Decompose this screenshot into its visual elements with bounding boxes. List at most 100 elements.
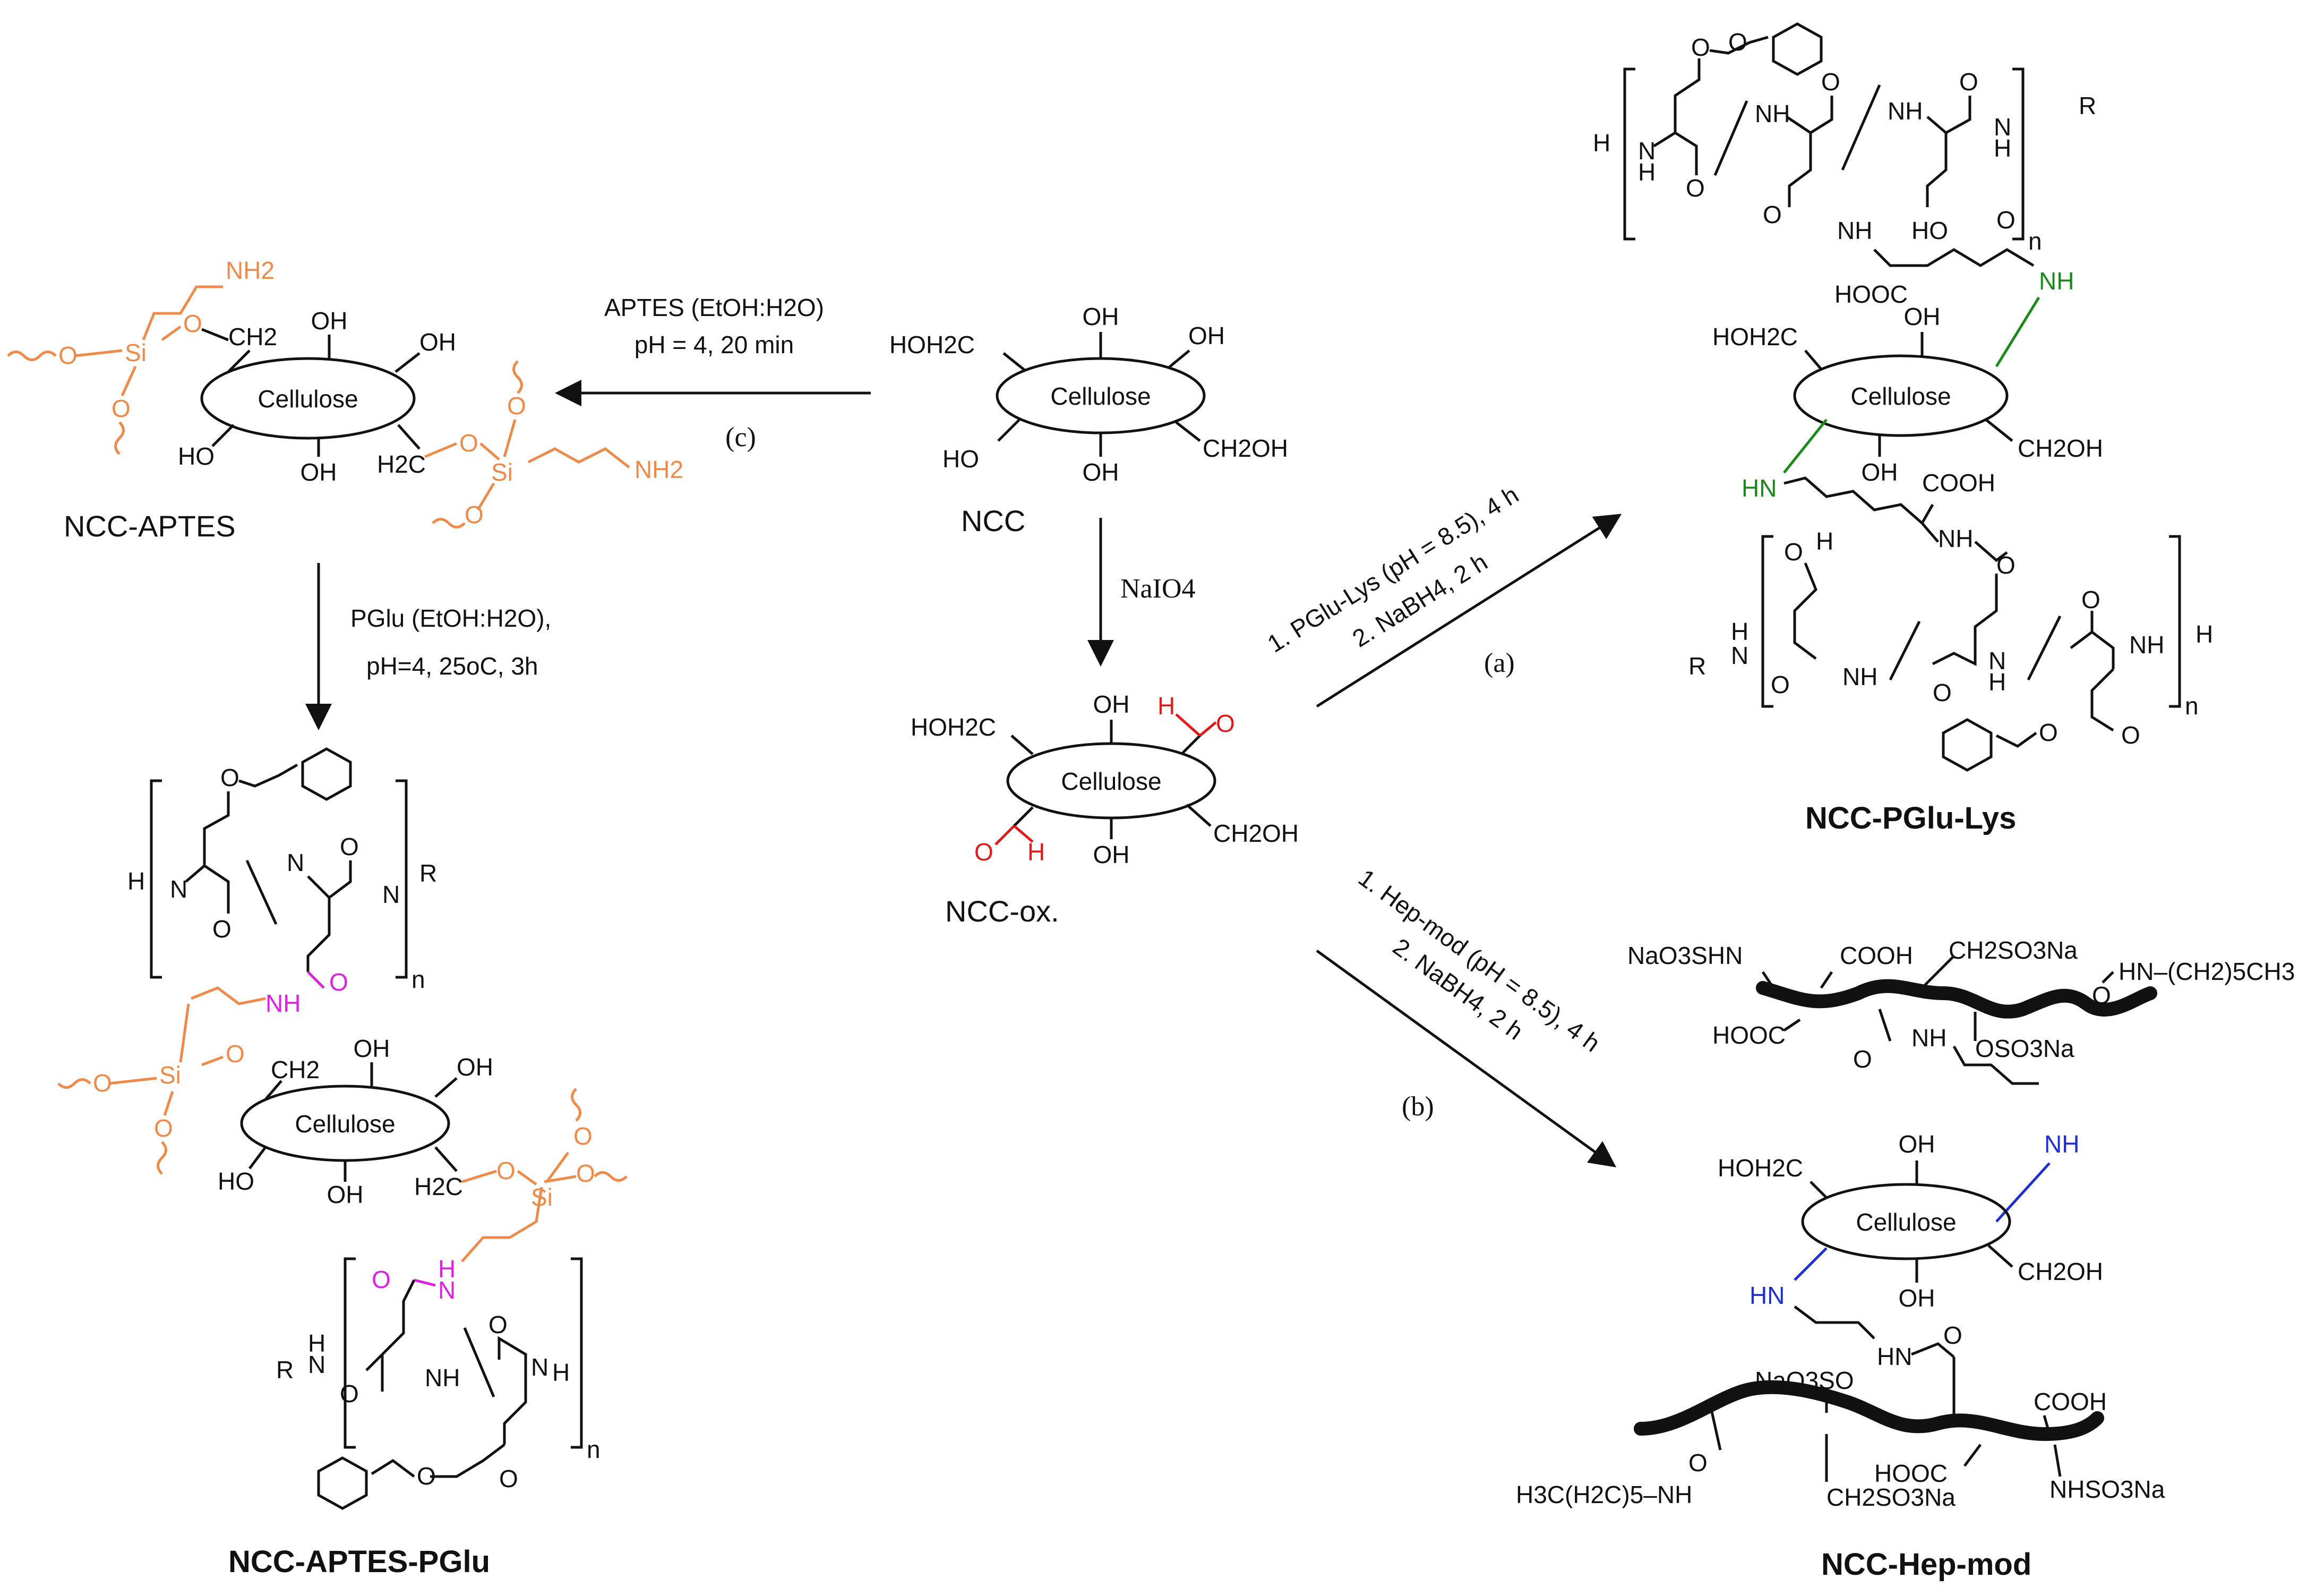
nao3so-group: NaO3SO (1755, 1367, 1854, 1394)
h-atom: H (127, 867, 145, 895)
o-atom: O (93, 1069, 112, 1097)
cellulose-label: Cellulose (1061, 767, 1161, 795)
amide-h: H (438, 1255, 456, 1283)
ncc-structure: Cellulose OH OH HOH2C HO OH CH2OH NCC (889, 303, 1288, 537)
r-group: R (419, 859, 437, 887)
cellulose-label: Cellulose (1856, 1208, 1956, 1236)
n-atom: N (308, 1351, 325, 1378)
o-atom: O (1688, 1449, 1708, 1477)
o-atom: O (112, 395, 131, 422)
amide-o: O (329, 968, 348, 996)
ncc-ox-structure: Cellulose OH HOH2C H O O H OH CH2OH NCC-… (911, 690, 1299, 928)
o-atom: O (576, 1159, 595, 1187)
route-b-tag: (b) (1402, 1091, 1434, 1122)
oh-group: OH (1899, 1130, 1935, 1158)
o-atom: O (1943, 1321, 1962, 1349)
n-atom: N (287, 849, 304, 876)
oh-group: OH (311, 307, 348, 335)
o-atom: O (2092, 982, 2111, 1009)
nh-group: NH (1911, 1024, 1946, 1052)
nhso3na-group: NHSO3Na (2049, 1475, 2165, 1503)
nh2-group: NH2 (226, 257, 275, 284)
h-atom: H (2196, 620, 2213, 648)
cellulose-label: Cellulose (258, 385, 358, 413)
oh-group: OH (327, 1181, 364, 1208)
nh-group: NH (1837, 217, 1872, 244)
oh-group: OH (457, 1053, 493, 1081)
o-atom: O (58, 342, 78, 369)
route-a-tag: (a) (1484, 648, 1515, 678)
heparin-backbone-upper (1756, 979, 2157, 1019)
o-atom: O (226, 1040, 245, 1068)
amide-nh: NH (265, 989, 301, 1017)
o-atom: O (1784, 538, 1803, 566)
cellulose-label: Cellulose (1050, 382, 1151, 410)
ncc-ox-label: NCC-ox. (945, 894, 1059, 928)
n-atom: N (1638, 137, 1656, 165)
h-atom: H (1816, 527, 1833, 555)
o-atom: O (1691, 33, 1710, 61)
nh-group: NH (1755, 100, 1790, 127)
o-atom: O (2039, 719, 2058, 746)
route-c-conditions: pH = 4, 20 min (634, 331, 794, 359)
heparin-backbone-lower (1634, 1380, 2104, 1441)
o-atom: O (212, 915, 231, 943)
oh-group: OH (1093, 690, 1130, 718)
o-atom: O (1686, 174, 1705, 202)
hooc-group: HOOC (1874, 1460, 1948, 1487)
o-atom: O (183, 310, 202, 337)
ch2-group: CH2 (228, 323, 277, 351)
o-atom: O (340, 1380, 359, 1407)
aldehyde-o: O (1216, 710, 1235, 737)
naio4-label: NaIO4 (1120, 574, 1196, 604)
wavy-bond (114, 421, 125, 455)
linker-hn: HN (1742, 474, 1777, 502)
o-atom: O (459, 429, 478, 457)
hoh2c-group: HOH2C (1712, 323, 1798, 351)
route-b-reagent: 1. Hep-mod (pH = 8.5), 4 h (1353, 864, 1605, 1057)
pglu-reagent: PGlu (EtOH:H2O), (350, 604, 551, 632)
linker-nh: NH (2044, 1130, 2079, 1158)
arrow-route-b (1316, 949, 1617, 1167)
wavy-bond (157, 1141, 167, 1175)
hoh2c-group: HOH2C (1718, 1154, 1803, 1182)
linker-hn: HN (1750, 1282, 1785, 1309)
repeat-n: n (411, 966, 425, 993)
aldehyde-h: H (1157, 692, 1175, 720)
arrow-route-a (1316, 514, 1622, 708)
h2c-group: H2C (377, 450, 426, 478)
cooh-group: COOH (2034, 1388, 2107, 1415)
ncc-label: NCC (961, 504, 1025, 537)
o-atom: O (1771, 671, 1790, 698)
h-atom: H (1731, 618, 1748, 645)
wavy-bond (512, 360, 523, 394)
repeat-n: n (2185, 692, 2199, 720)
h2c-group: H2C (414, 1173, 463, 1200)
pglu-conditions: pH=4, 25oC, 3h (366, 652, 538, 680)
o-atom: O (154, 1114, 173, 1142)
ncc-hep-mod-structure: NaO3SHN COOH HOOC CH2SO3Na OSO3Na O NH O… (1516, 936, 2295, 1582)
wavy-bond (57, 1078, 91, 1089)
aldehyde-h: H (1027, 838, 1045, 866)
nh2-group: NH2 (634, 456, 683, 483)
o-atom: O (1763, 201, 1782, 228)
oh-group: OH (1093, 841, 1130, 868)
n-atom: N (531, 1353, 548, 1381)
n-atom: N (382, 881, 400, 908)
ch2-group: CH2 (271, 1056, 320, 1083)
nh-group: NH (1888, 97, 1923, 125)
ho-group: HO (942, 445, 979, 473)
ho-group: HO (218, 1167, 254, 1195)
o-atom: O (2121, 721, 2140, 749)
route-c-reagent: APTES (EtOH:H2O) (604, 294, 824, 321)
wavy-bond (7, 351, 57, 361)
h-atom: H (308, 1329, 325, 1357)
n-atom: N (1994, 113, 2011, 141)
o-atom: O (465, 501, 484, 528)
hexyl-amide-group: HN–(CH2)5CH3 (2119, 958, 2295, 985)
ch2oh-group: CH2OH (2018, 1258, 2103, 1285)
aldehyde-o: O (974, 838, 993, 866)
o-atom: O (1996, 206, 2016, 234)
